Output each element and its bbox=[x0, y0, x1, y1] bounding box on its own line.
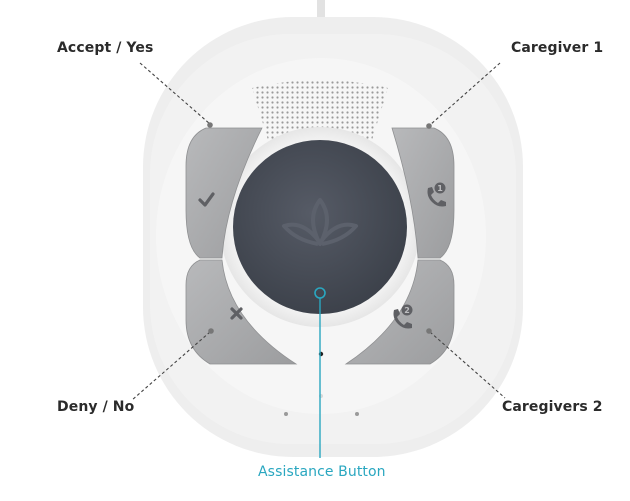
check-icon bbox=[198, 192, 215, 207]
assistance-label: Assistance Button bbox=[258, 464, 386, 480]
caregivers2-label: Caregivers 2 bbox=[502, 399, 603, 415]
caregiver2-button[interactable]: 2 bbox=[344, 259, 455, 365]
leader-dot-accept bbox=[207, 122, 213, 128]
deny-button[interactable] bbox=[185, 259, 298, 365]
mic-dot-left bbox=[284, 412, 288, 416]
deny-label: Deny / No bbox=[57, 399, 135, 415]
caregiver1-label: Caregiver 1 bbox=[511, 40, 604, 56]
speaker-grille-icon bbox=[252, 80, 388, 140]
accept-button[interactable] bbox=[185, 127, 263, 259]
mic-dot-right bbox=[355, 412, 359, 416]
caregiver1-badge: 1 bbox=[437, 184, 443, 193]
power-cord bbox=[317, 0, 325, 26]
leader-dot-caregiver1 bbox=[426, 123, 432, 129]
leader-dot-caregivers2 bbox=[426, 328, 432, 334]
leader-deny bbox=[131, 331, 211, 401]
leader-caregivers2 bbox=[429, 331, 506, 399]
phone-2-icon: 2 bbox=[393, 304, 413, 329]
lotus-leaf-logo-icon bbox=[282, 198, 358, 246]
caregiver2-badge: 2 bbox=[404, 306, 410, 315]
phone-1-icon: 1 bbox=[427, 182, 446, 207]
leader-dot-deny bbox=[208, 328, 214, 334]
x-icon bbox=[230, 307, 243, 320]
leader-caregiver1 bbox=[429, 62, 501, 126]
leader-accept bbox=[139, 62, 211, 125]
accept-label: Accept / Yes bbox=[57, 40, 154, 56]
assistance-button[interactable] bbox=[233, 140, 407, 314]
caregiver1-button[interactable]: 1 bbox=[391, 127, 455, 259]
